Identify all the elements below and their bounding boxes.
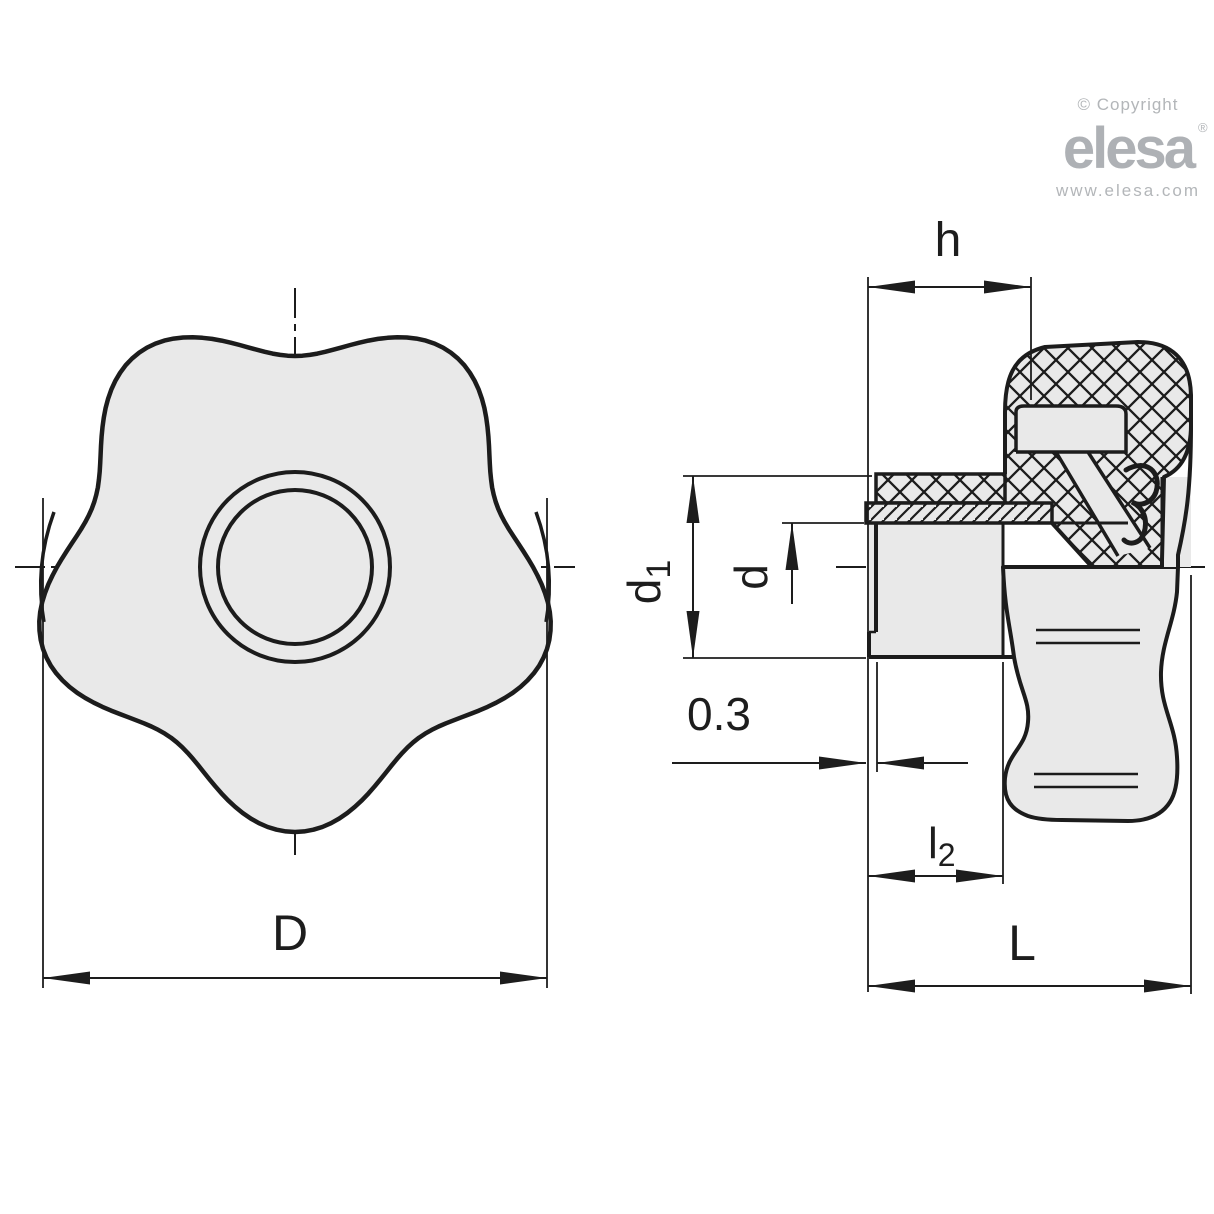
arrowhead-right-icon xyxy=(956,869,1003,883)
arrowhead-right-icon xyxy=(984,280,1031,294)
arrowhead-left-icon xyxy=(868,979,915,993)
registered-mark-icon: ® xyxy=(1198,120,1208,135)
counterbore-circle xyxy=(198,470,392,664)
dimension-l2: l2 xyxy=(868,662,1004,884)
elesa-logo: elesa xyxy=(1063,116,1197,181)
arrowhead-left-icon xyxy=(43,971,90,985)
label-L: L xyxy=(1008,915,1036,971)
label-03: 0.3 xyxy=(687,688,751,740)
arrowhead-down-icon xyxy=(686,611,700,658)
snap-detail-curl xyxy=(1121,463,1160,546)
dimension-offset-03: 0.3 xyxy=(672,662,968,772)
lobe-section xyxy=(1003,340,1193,569)
copyright-text: © Copyright xyxy=(1077,95,1178,114)
dimension-d: d xyxy=(725,522,864,604)
dimension-D: D xyxy=(42,498,548,988)
dimension-L: L xyxy=(868,575,1192,994)
hub-body xyxy=(869,503,1003,657)
arrowhead-left-icon xyxy=(877,756,924,770)
dimension-d1: d1 xyxy=(618,475,872,659)
front-view: D xyxy=(15,288,575,988)
arrowhead-right-icon xyxy=(819,756,866,770)
boss-band xyxy=(864,501,1054,525)
website-text: www.elesa.com xyxy=(1055,181,1200,200)
label-l2: l2 xyxy=(928,819,956,873)
label-h: h xyxy=(935,214,962,267)
rear-silhouette-edge xyxy=(1176,424,1193,567)
bore-circle xyxy=(216,488,374,646)
cavity-outline xyxy=(1014,404,1128,454)
gloss-lines xyxy=(1034,628,1140,789)
dimension-h: h xyxy=(867,214,1032,992)
label-D: D xyxy=(272,905,308,961)
arrowhead-up-icon xyxy=(785,523,799,570)
arrowhead-right-icon xyxy=(1144,979,1191,993)
brand-block: © Copyright elesa ® www.elesa.com xyxy=(1055,95,1208,200)
label-d1: d1 xyxy=(618,560,678,605)
lobe-lower-silhouette xyxy=(1001,565,1180,823)
arrowhead-right-icon xyxy=(500,971,547,985)
flange-band xyxy=(874,472,1007,505)
knob-front-outline xyxy=(37,334,553,835)
side-section-view: h d1 d 0.3 xyxy=(618,214,1205,994)
label-d: d xyxy=(725,564,777,590)
cavity-leg-edges xyxy=(1054,451,1152,557)
arrowhead-left-icon xyxy=(868,280,915,294)
arrowhead-left-icon xyxy=(868,869,915,883)
lobe-section-outline xyxy=(1003,340,1193,569)
arrowhead-up-icon xyxy=(686,476,700,523)
